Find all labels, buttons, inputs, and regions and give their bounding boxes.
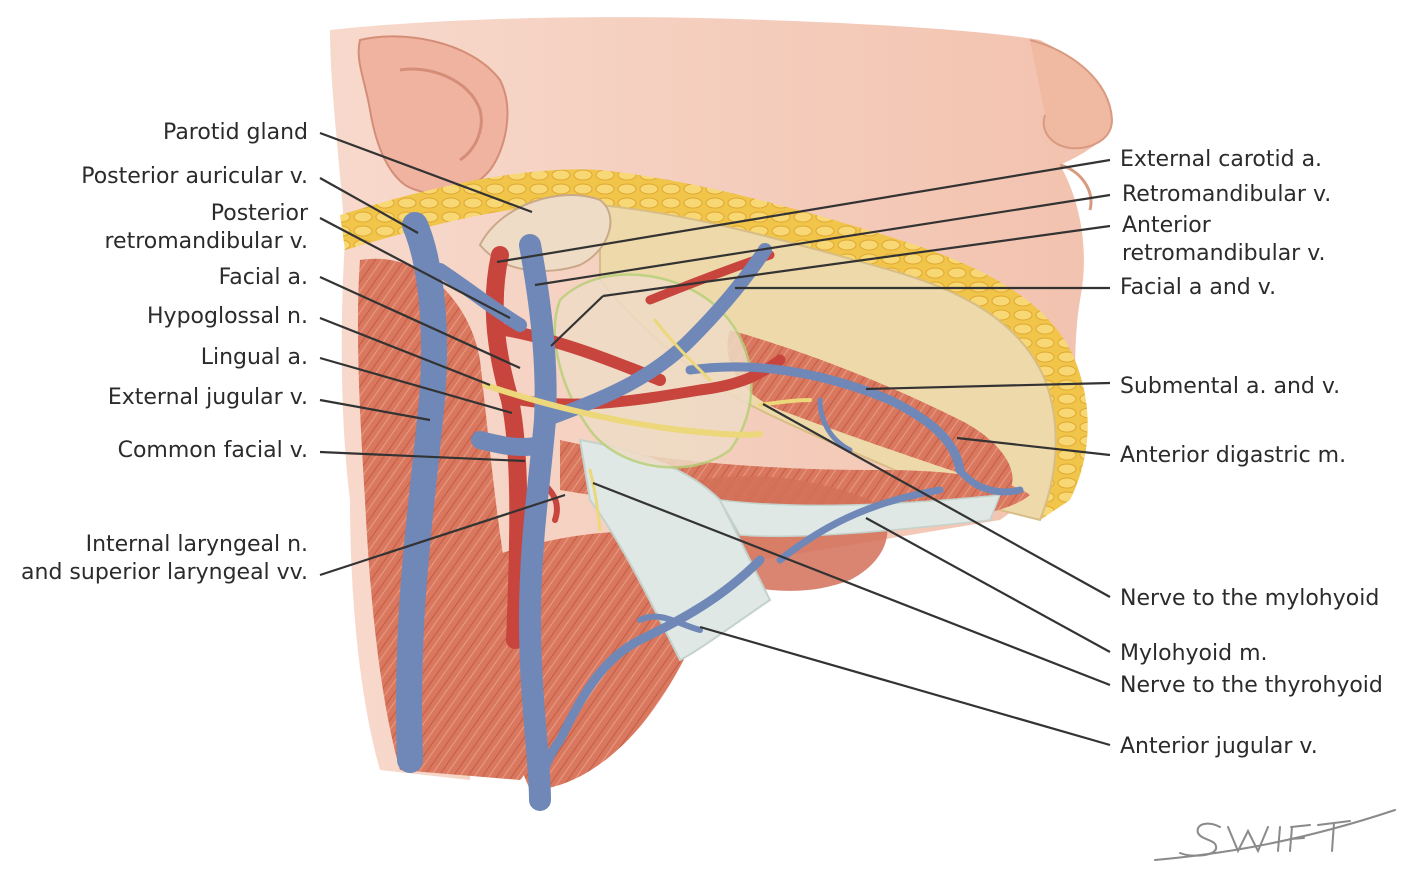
subcutaneous-fat [340, 169, 1088, 520]
fascia-hyoid [578, 438, 772, 662]
nerves [482, 318, 812, 532]
leader-lines [319, 131, 1111, 747]
artist-signature [1154, 809, 1396, 861]
